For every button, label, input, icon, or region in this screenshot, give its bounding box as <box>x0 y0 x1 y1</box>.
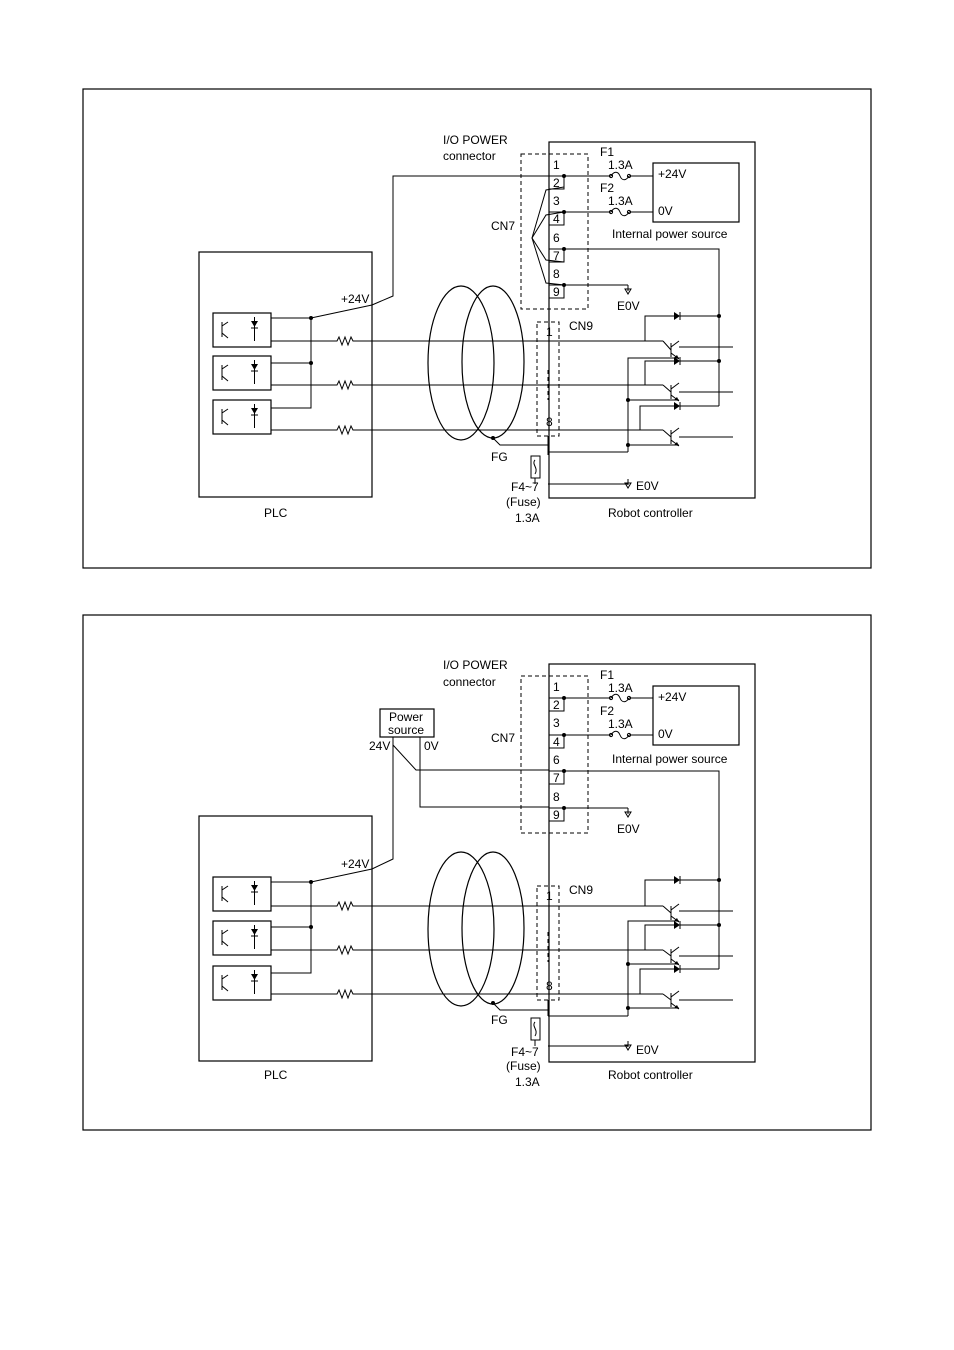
cn9-pin-1: 1 <box>546 889 553 903</box>
fuse-group-line2: (Fuse) <box>506 495 541 509</box>
cn7-pin-7: 7 <box>553 771 560 785</box>
cn7-pins: 1 2 3 4 6 7 8 9 <box>548 158 565 299</box>
io-power-label-line2: connector <box>443 675 496 689</box>
robot-controller-label: Robot controller <box>608 506 693 520</box>
cn7-pin-4: 4 <box>553 735 560 749</box>
plc-input-coupler <box>212 355 272 391</box>
cn7-pin-8: 8 <box>553 790 560 804</box>
fuse-f2 <box>608 730 632 740</box>
cn7-pins: 1 2 3 4 6 7 8 9 <box>548 680 565 822</box>
fg-label: FG <box>491 1013 508 1027</box>
power-source-title-line2: source <box>388 723 424 737</box>
cn7-pin-3: 3 <box>553 194 560 208</box>
e0v-label-top: E0V <box>617 822 640 836</box>
cn7-pin-4: 4 <box>553 212 560 226</box>
robot-controller-label: Robot controller <box>608 1068 693 1082</box>
internal-power-source-box <box>652 685 740 746</box>
plc-label: PLC <box>264 506 288 520</box>
fuse-f2-rating: 1.3A <box>608 717 633 731</box>
cn7-pin-1: 1 <box>553 158 560 172</box>
power-source-0v-label: 0V <box>424 739 439 753</box>
plc-24v-label: +24V <box>341 292 369 306</box>
fuse-f1-name: F1 <box>600 668 614 682</box>
cn7-pin-3: 3 <box>553 716 560 730</box>
cn7-pin-7: 7 <box>553 249 560 263</box>
fuse-group-line3: 1.3A <box>515 511 540 525</box>
robot-controller-enclosure <box>548 663 756 1063</box>
plc-input-coupler <box>212 965 272 1001</box>
cn7-pin-9: 9 <box>553 285 560 299</box>
internal-plus-label: +24V <box>658 690 686 704</box>
fuse-f1 <box>608 693 632 703</box>
cn7-pin-6: 6 <box>553 753 560 767</box>
shield-cable <box>427 851 495 1007</box>
fuse-f1 <box>608 171 632 181</box>
cn7-pin-1: 1 <box>553 680 560 694</box>
io-power-label-line1: I/O POWER <box>443 658 508 672</box>
fuse-group-line1: F4~7 <box>511 1045 539 1059</box>
cn7-pin-9: 9 <box>553 808 560 822</box>
power-source-title-line1: Power <box>389 710 423 724</box>
cn7-pin-2: 2 <box>553 698 560 712</box>
internal-zero-label: 0V <box>658 204 673 218</box>
cn7-pin-6: 6 <box>553 231 560 245</box>
cn9-label: CN9 <box>569 883 593 897</box>
io-power-label-line2: connector <box>443 149 496 163</box>
plc-input-coupler <box>212 312 272 348</box>
cn7-pin-2: 2 <box>553 176 560 190</box>
e0v-label-bottom: E0V <box>636 1043 659 1057</box>
plc-input-coupler <box>212 920 272 956</box>
cn7-pin-8: 8 <box>553 267 560 281</box>
external-power-source-box <box>379 708 435 738</box>
shield-cable <box>427 285 495 441</box>
internal-zero-label: 0V <box>658 727 673 741</box>
internal-plus-label: +24V <box>658 167 686 181</box>
power-source-24v-label: 24V <box>369 739 390 753</box>
io-power-label-line1: I/O POWER <box>443 133 508 147</box>
fuse-f2-name: F2 <box>600 704 614 718</box>
output-transistors <box>549 875 733 1016</box>
plc-enclosure <box>198 815 373 1062</box>
cn9-label: CN9 <box>569 319 593 333</box>
fuse-f2-rating: 1.3A <box>608 194 633 208</box>
internal-power-source-box <box>652 162 740 223</box>
fuse-group-line2: (Fuse) <box>506 1059 541 1073</box>
cn7-connector <box>520 153 589 310</box>
cn7-label: CN7 <box>491 219 515 233</box>
internal-power-caption: Internal power source <box>612 227 728 241</box>
fuse-f1-rating: 1.3A <box>608 681 633 695</box>
diagram-frame <box>82 88 872 569</box>
plc-24v-label: +24V <box>341 857 369 871</box>
plc-input-coupler <box>212 876 272 912</box>
diagram-internal-power: I/O POWER connector Robot controller CN7… <box>82 88 872 569</box>
fg-label: FG <box>491 450 508 464</box>
internal-power-caption: Internal power source <box>612 752 728 766</box>
cn9-pin-1: 1 <box>546 325 553 339</box>
cn7-label: CN7 <box>491 731 515 745</box>
plc-enclosure <box>198 251 373 498</box>
cn9-pin-8: 8 <box>546 415 553 429</box>
robot-controller-enclosure <box>548 141 756 499</box>
plc-label: PLC <box>264 1068 288 1082</box>
e0v-label-bottom: E0V <box>636 479 659 493</box>
output-transistors <box>549 311 733 452</box>
fuse-f1-name: F1 <box>600 145 614 159</box>
e0v-label-top: E0V <box>617 299 640 313</box>
diagram-frame <box>82 614 872 1131</box>
fuse-f2 <box>608 207 632 217</box>
cn9-pin-8: 8 <box>546 979 553 993</box>
diagram-external-power: I/O POWER connector Robot controller Pow… <box>82 614 872 1131</box>
fuse-f2-name: F2 <box>600 181 614 195</box>
fuse-group-line3: 1.3A <box>515 1075 540 1089</box>
plc-input-coupler <box>212 399 272 435</box>
fuse-f1-rating: 1.3A <box>608 158 633 172</box>
fuse-group-line1: F4~7 <box>511 480 539 494</box>
